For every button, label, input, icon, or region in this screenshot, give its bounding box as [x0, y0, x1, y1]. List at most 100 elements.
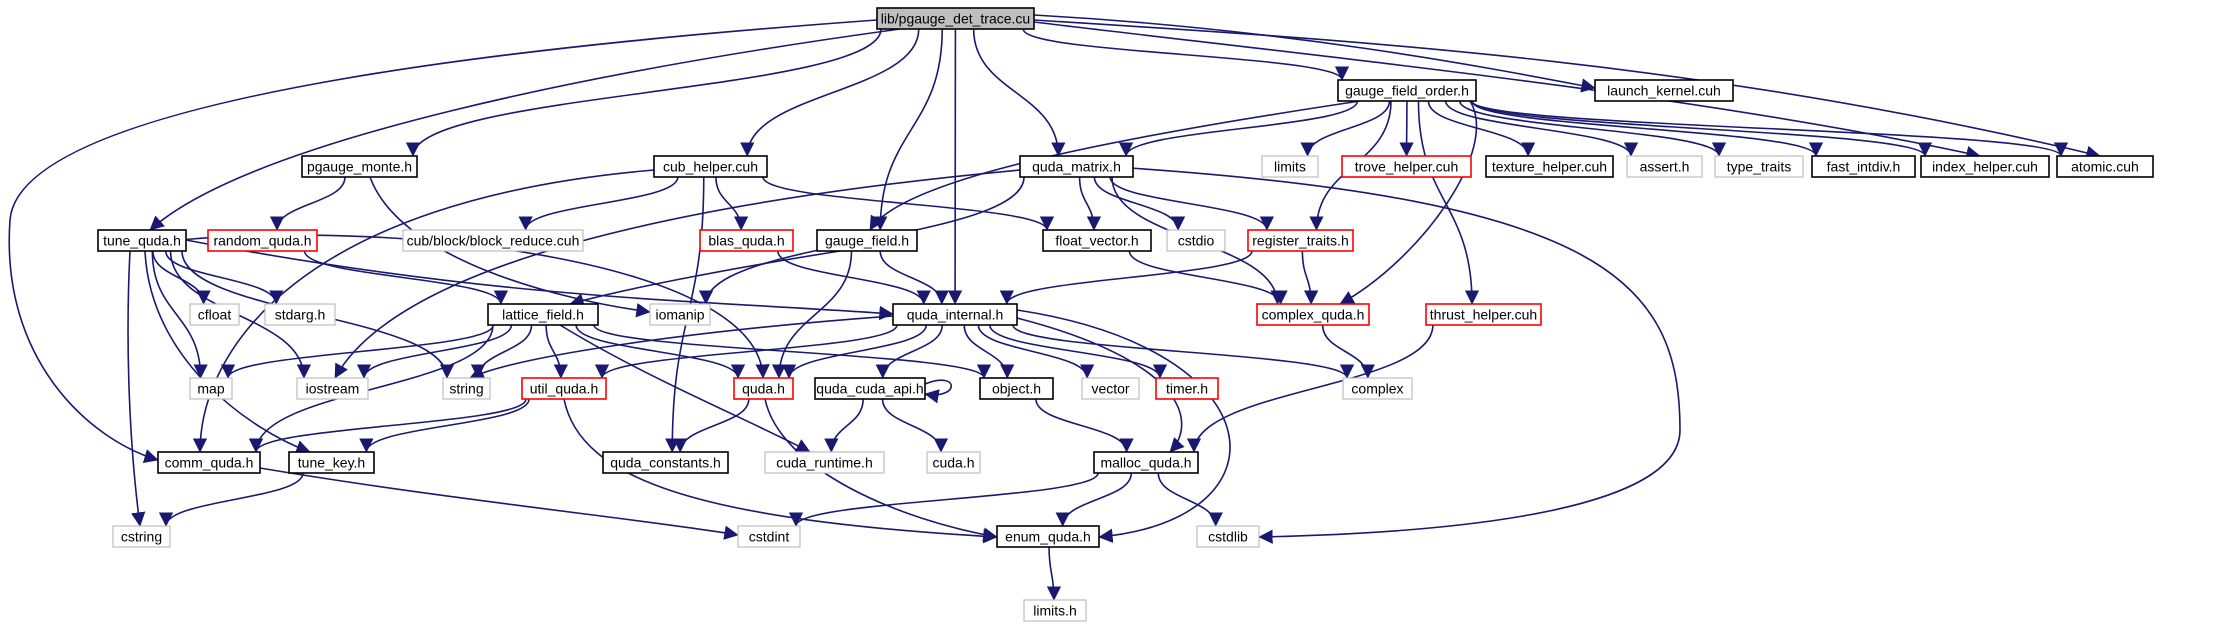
edge-quda-matrix-to-cstdlib — [1129, 167, 1681, 544]
node-root[interactable]: lib/pgauge_det_trace.cu — [876, 7, 1035, 30]
edge-gauge-field-order-to-quda-matrix — [1118, 100, 1359, 157]
node-iostream: iostream — [296, 377, 369, 400]
node-quda-matrix[interactable]: quda_matrix.h — [1019, 155, 1134, 178]
edge-cub-helper-to-comm-quda — [192, 169, 655, 453]
edge-util-quda-to-tune-key — [359, 398, 530, 453]
edge-gauge-field-order-to-complex-quda — [1339, 100, 1478, 305]
node-tune-quda[interactable]: tune_quda.h — [97, 229, 187, 252]
node-label: iostream — [306, 381, 360, 397]
node-box — [814, 377, 926, 400]
node-label: limits — [1274, 159, 1306, 175]
edge-root-to-tune-quda — [149, 28, 901, 231]
nodes: lib/pgauge_det_trace.cu launch_kernel.cuh… — [97, 7, 2154, 622]
node-comm-quda[interactable]: comm_quda.h — [157, 451, 261, 474]
node-quda-constants[interactable]: quda_constants.h — [602, 451, 729, 474]
node-box — [2056, 155, 2154, 178]
node-label: quda_matrix.h — [1032, 159, 1121, 175]
node-object[interactable]: object.h — [979, 377, 1054, 400]
node-cstring: cstring — [112, 525, 171, 548]
edge-gauge-field-to-lattice-field — [569, 250, 841, 308]
edge-root-to-launch-kernel — [1033, 14, 1596, 93]
edge-root-to-gauge-field-order — [1022, 28, 1350, 81]
edge-malloc-quda-to-cstdint — [788, 472, 1099, 527]
node-label: malloc_quda.h — [1100, 455, 1191, 471]
node-box — [1337, 79, 1477, 102]
node-box — [288, 451, 375, 474]
node-atomic[interactable]: atomic.cuh — [2056, 155, 2154, 178]
node-label: comm_quda.h — [165, 455, 254, 471]
node-label: iomanip — [655, 307, 704, 323]
node-box — [699, 229, 794, 252]
edge-gauge-field-order-to-index-helper — [1471, 100, 1932, 157]
edge-gauge-field-order-to-type-traits — [1459, 100, 1727, 157]
edge-quda-internal-to-object — [963, 324, 1015, 379]
node-box — [521, 377, 607, 400]
edge-tune-quda-to-map — [151, 250, 208, 379]
node-random-quda[interactable]: random_quda.h — [207, 229, 318, 252]
node-register-traits[interactable]: register_traits.h — [1247, 229, 1354, 252]
node-label: lib/pgauge_det_trace.cu — [881, 11, 1030, 27]
node-texture-helper[interactable]: texture_helper.cuh — [1485, 155, 1614, 178]
node-label: random_quda.h — [213, 233, 311, 249]
node-label: quda.h — [742, 381, 785, 397]
edge-pgauge-monte-to-random-quda — [269, 176, 346, 231]
node-limits: limits — [1261, 155, 1319, 178]
node-box — [1042, 229, 1152, 252]
node-box — [996, 525, 1100, 548]
node-iomanip: iomanip — [649, 303, 711, 326]
edge-comm-quda-to-cstdint — [259, 467, 739, 540]
node-box — [207, 229, 318, 252]
edge-enum-quda-to-limits-h — [1046, 546, 1062, 601]
node-trove-helper[interactable]: trove_helper.cuh — [1341, 155, 1472, 178]
node-gauge-field[interactable]: gauge_field.h — [816, 229, 918, 252]
edge-lattice-field-to-util-quda — [545, 324, 569, 379]
node-label: util_quda.h — [530, 381, 599, 397]
node-box — [97, 229, 187, 252]
node-assert: assert.h — [1626, 155, 1703, 178]
node-label: cuda_runtime.h — [776, 455, 873, 471]
node-box — [487, 303, 599, 326]
node-box — [112, 525, 171, 548]
node-stdarg: stdarg.h — [264, 303, 336, 326]
node-box — [1256, 303, 1370, 326]
node-blas-quda[interactable]: blas_quda.h — [699, 229, 794, 252]
node-launch-kernel[interactable]: launch_kernel.cuh — [1594, 79, 1734, 102]
node-enum-quda[interactable]: enum_quda.h — [996, 525, 1100, 548]
edge-object-to-malloc-quda — [1035, 398, 1134, 453]
node-label: vector — [1091, 381, 1129, 397]
edge-quda-internal-to-complex — [1012, 324, 1355, 379]
node-quda-internal[interactable]: quda_internal.h — [892, 303, 1018, 326]
node-thrust-helper[interactable]: thrust_helper.cuh — [1425, 303, 1542, 326]
node-timer[interactable]: timer.h — [1155, 377, 1219, 400]
node-quda-h[interactable]: quda.h — [733, 377, 794, 400]
node-fast-intdiv[interactable]: fast_intdiv.h — [1811, 155, 1916, 178]
node-label: tune_quda.h — [103, 233, 181, 249]
edge-thrust-helper-to-malloc-quda — [1186, 324, 1434, 453]
node-complex-quda[interactable]: complex_quda.h — [1256, 303, 1370, 326]
node-label: trove_helper.cuh — [1355, 159, 1459, 175]
node-float-vector[interactable]: float_vector.h — [1042, 229, 1152, 252]
node-box — [301, 155, 418, 178]
node-lattice-field[interactable]: lattice_field.h — [487, 303, 599, 326]
node-label: assert.h — [1640, 159, 1690, 175]
node-box — [1261, 155, 1319, 178]
node-box — [892, 303, 1018, 326]
node-cub-helper[interactable]: cub_helper.cuh — [653, 155, 768, 178]
node-box — [737, 525, 801, 548]
node-pgauge-monte[interactable]: pgauge_monte.h — [301, 155, 418, 178]
edge-lattice-field-to-string — [470, 324, 533, 379]
node-util-quda[interactable]: util_quda.h — [521, 377, 607, 400]
node-gauge-field-order[interactable]: gauge_field_order.h — [1337, 79, 1477, 102]
node-malloc-quda[interactable]: malloc_quda.h — [1093, 451, 1199, 474]
node-cstdint: cstdint — [737, 525, 801, 548]
node-label: gauge_field.h — [825, 233, 909, 249]
node-index-helper[interactable]: index_helper.cuh — [1920, 155, 2050, 178]
node-tune-key[interactable]: tune_key.h — [288, 451, 375, 474]
edges — [8, 14, 2101, 601]
edge-quda-internal-to-vector — [977, 324, 1095, 379]
node-label: thrust_helper.cuh — [1430, 307, 1537, 323]
edge-random-quda-to-lattice-field — [303, 250, 509, 305]
node-quda-cuda-api[interactable]: quda_cuda_api.h — [814, 377, 926, 400]
node-label: launch_kernel.cuh — [1607, 83, 1721, 99]
